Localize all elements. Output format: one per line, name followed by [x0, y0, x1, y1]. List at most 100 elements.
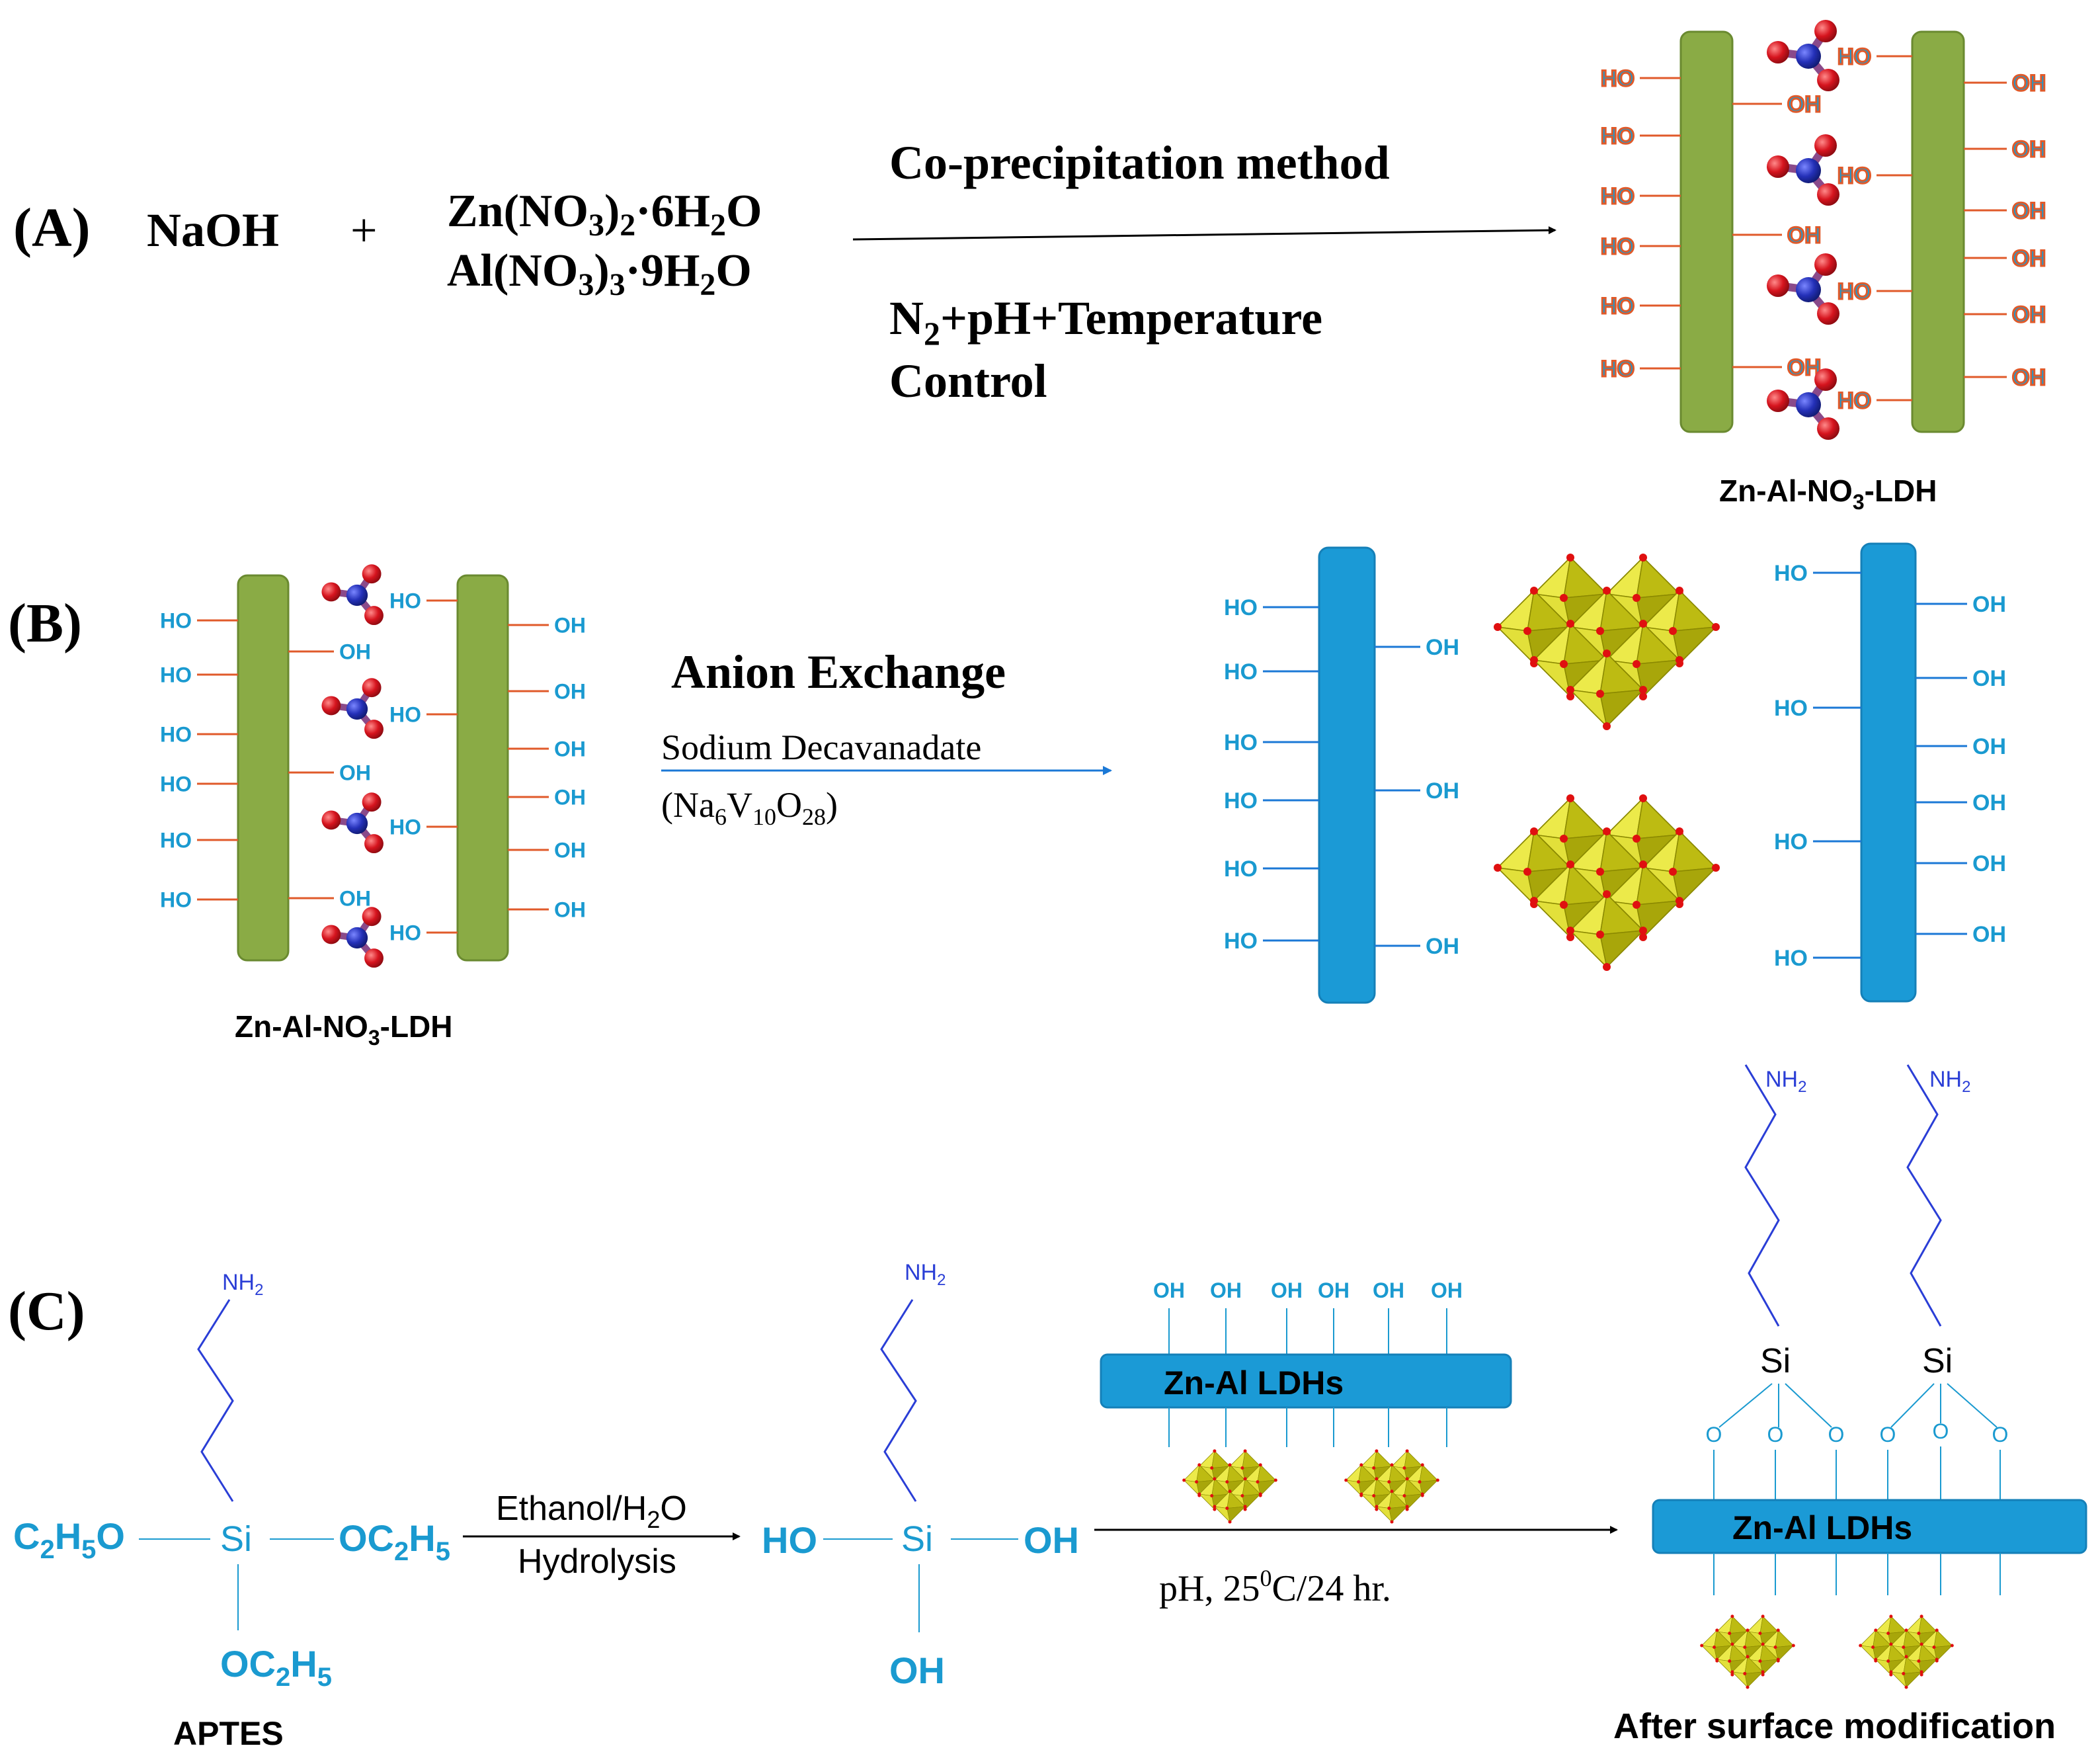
hydroxyl-label: HO [1774, 561, 1808, 586]
hydroxyl-label: OH [2012, 365, 2046, 390]
hydroxyl-label: HO [1224, 595, 1258, 620]
oxygen-label: O [1880, 1423, 1896, 1446]
hydroxyl-label: OH [1373, 1278, 1404, 1302]
hydroxyl-label: HO [1224, 788, 1258, 814]
hydroxyl-label: HO [160, 773, 192, 796]
silicon-atom: Si [220, 1519, 252, 1559]
aluminium-nitrate-formula: Al(NO3)3·9H2O [447, 245, 752, 302]
hydroxyl-label: HO [389, 589, 421, 613]
hydroxyl-label: OH [1972, 790, 2006, 815]
hydroxyl-label: OH [339, 640, 371, 664]
reagent-label: Sodium Decavanadate [661, 728, 981, 767]
aptes-molecule: NH2 Si C2H5O OC2H5 OC2H5 APTES [13, 1270, 450, 1752]
hydroxyl-label: OH [339, 887, 371, 911]
conditions-line2: Control [889, 355, 1047, 407]
hydroxyl-label: OH [2012, 71, 2046, 96]
nitrate-ion [321, 678, 384, 739]
silicon-atom: Si [901, 1519, 933, 1559]
silanol-right: OH [1024, 1519, 1079, 1561]
panel-c-label: (C) [8, 1280, 85, 1342]
hydroxyl-label: HO [389, 921, 421, 945]
zinc-nitrate-formula: Zn(NO3)2·6H2O [447, 186, 762, 243]
hydroxyl-label: OH [1271, 1278, 1303, 1302]
green-layer-right-b [456, 574, 509, 962]
hydroxyl-label: HO [1224, 929, 1258, 954]
hydroxyl-label: HO [1601, 234, 1635, 259]
result-label: After surface modification [1613, 1706, 2056, 1746]
panel-b-label: (B) [8, 593, 82, 654]
plus-sign: + [350, 204, 378, 257]
hydroxyl-label: HO [389, 815, 421, 839]
ethoxy-left: C2H5O [13, 1515, 125, 1564]
decavanadate-small [1700, 1614, 1795, 1689]
hydroxyl-label: OH [1210, 1278, 1242, 1302]
hydroxyl-label: OH [339, 761, 371, 785]
hydroxyl-label: OH [554, 737, 586, 761]
amine-group: NH2 [1765, 1067, 1806, 1096]
panel-b: (B) HO HO HO HO HO HO OH OH OH HO HO HO HO OH OH OH OH O… [8, 542, 2006, 1050]
hydroxyl-label: OH [554, 839, 586, 862]
silanol-left: HO [762, 1519, 817, 1561]
nitrate-ion [1767, 253, 1839, 325]
blue-layer-right [1860, 542, 1917, 1003]
nitrate-ion [1767, 134, 1839, 206]
hydrolysis-label: Hydrolysis [518, 1542, 676, 1581]
oxygen-label: O [1992, 1423, 2009, 1446]
hydroxyl-label: OH [1426, 635, 1459, 660]
oxygen-label: O [1706, 1423, 1722, 1446]
hydroxyl-label: OH [1426, 778, 1459, 804]
hydroxyl-label: HO [389, 703, 421, 727]
blue-layer-left [1318, 546, 1376, 1004]
hydroxyl-label: OH [2012, 137, 2046, 162]
ldh-slab-middle [1100, 1353, 1512, 1409]
hydroxyl-label: OH [1972, 734, 2006, 759]
green-layer-left [1679, 30, 1734, 433]
hydroxyl-label: HO [160, 723, 192, 747]
decavanadate-cluster-top [1494, 554, 1720, 730]
hydrolysis-conditions: Ethanol/H2O [496, 1489, 687, 1533]
silanol-bottom: OH [889, 1650, 945, 1691]
hydroxyl-label: OH [2012, 246, 2046, 271]
amine-group: NH2 [1929, 1067, 1970, 1096]
reagent-formula: (Na6V10O28) [661, 785, 838, 830]
hydroxyl-label: HO [160, 663, 192, 687]
hydroxyl-label: OH [1972, 851, 2006, 876]
panel-a-label: (A) [13, 197, 91, 259]
grafting-conditions: pH, 250C/24 hr. [1159, 1565, 1391, 1609]
propyl-chain [197, 1299, 234, 1502]
hydroxyl-label: OH [554, 786, 586, 810]
silicon-atom: Si [1922, 1342, 1953, 1380]
hydroxyl-label: OH [1787, 92, 1821, 117]
hydrolysed-silane: NH2 Si HO OH OH [762, 1260, 1079, 1691]
method-label: Co-precipitation method [889, 136, 1390, 189]
conditions-line1: N2+pH+Temperature [889, 292, 1322, 352]
oxygen-label: O [1933, 1419, 1949, 1443]
aptes-label: APTES [173, 1715, 284, 1752]
propyl-chain [1744, 1064, 1780, 1327]
ethoxy-bottom: OC2H5 [220, 1643, 332, 1692]
hydroxyl-label: OH [1318, 1278, 1350, 1302]
nitrate-ion [321, 564, 384, 625]
ldh-bottom-bonds [1168, 1407, 1447, 1447]
hydroxyl-label: OH [554, 680, 586, 704]
nitrate-ion [321, 907, 384, 968]
hydroxyl-label: OH [1787, 223, 1821, 248]
reaction-arrow-a [852, 226, 1556, 241]
hydroxyl-label: HO [1601, 294, 1635, 319]
hydroxyl-label: OH [554, 898, 586, 922]
oxygen-label: O [1828, 1423, 1845, 1446]
ldh-slab-label: Zn-Al LDHs [1164, 1364, 1344, 1401]
bond [1947, 1383, 1998, 1428]
